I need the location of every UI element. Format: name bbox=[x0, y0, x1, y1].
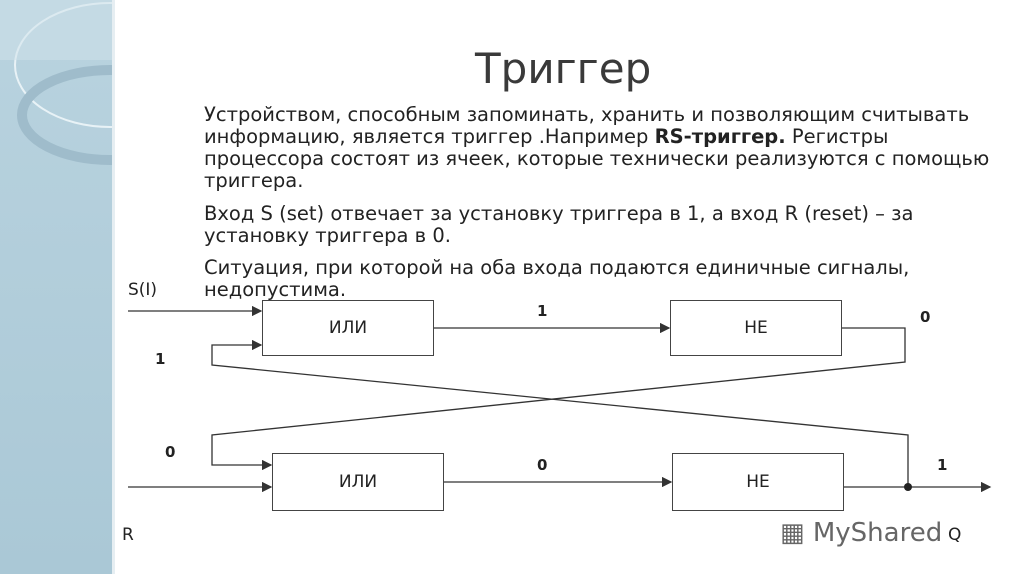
signal-label: 0 bbox=[165, 443, 176, 461]
not-gate-1: НЕ bbox=[670, 300, 842, 356]
paragraph-1: Устройством, способным запоминать, храни… bbox=[204, 103, 990, 192]
paragraph-3: Ситуация, при которой на оба входа подаю… bbox=[204, 256, 910, 301]
signal-label: 1 bbox=[537, 302, 548, 320]
input-s-label: S(I) bbox=[128, 280, 158, 300]
input-r-label: R bbox=[122, 525, 134, 545]
or-gate-1: ИЛИ bbox=[262, 300, 434, 356]
output-q-label: Q bbox=[948, 525, 962, 545]
or-gate-2: ИЛИ bbox=[272, 453, 444, 511]
signal-label: 0 bbox=[537, 456, 548, 474]
slide-decoration bbox=[0, 0, 112, 574]
signal-label: 1 bbox=[937, 456, 948, 474]
signal-label: 1 bbox=[155, 350, 166, 368]
signal-label: 0 bbox=[920, 308, 931, 326]
presentation-board-icon: ▦ bbox=[780, 518, 813, 548]
watermark-logo: ▦ MyShared bbox=[780, 518, 943, 548]
paragraph-2: Вход S (set) отвечает за установку тригг… bbox=[204, 202, 914, 247]
not-gate-2: НЕ bbox=[672, 453, 844, 511]
slide-title: Триггер bbox=[475, 44, 652, 93]
